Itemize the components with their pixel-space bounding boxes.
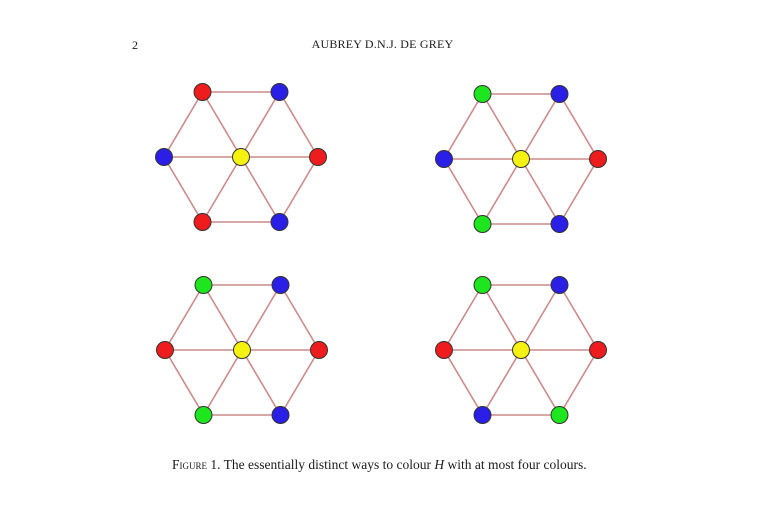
figure-graph-colourings [155, 83, 607, 424]
vertex-left-red [435, 341, 453, 359]
graph-colouring-1 [155, 83, 327, 231]
vertex-upper-left-green [194, 276, 213, 294]
graph-edge [163, 91, 204, 158]
graph-edge [278, 156, 319, 223]
vertex-lower-right-green [550, 406, 569, 424]
vertex-right-red [589, 150, 607, 168]
graph-edge [201, 91, 242, 158]
graph-edge [558, 93, 599, 160]
graph-edge [558, 349, 599, 416]
vertex-lower-right-blue [550, 215, 569, 233]
vertex-center-yellow [512, 341, 530, 359]
figure-caption: Figure 1. The essentially distinct ways … [172, 456, 602, 473]
caption-text-before: The essentially distinct ways to colour [223, 457, 431, 472]
graph-edge [164, 349, 205, 416]
vertex-left-blue [435, 150, 453, 168]
caption-text-after: with at most four colours. [447, 457, 587, 472]
graph-edge [481, 158, 522, 225]
running-head: AUBREY D.N.J. DE GREY [311, 37, 454, 51]
graph-edge [443, 158, 484, 225]
graph-edge [443, 93, 484, 160]
vertex-lower-right-blue [270, 213, 289, 231]
graph-edge [558, 158, 599, 225]
vertex-lower-left-green [473, 215, 492, 233]
graph-colouring-2 [435, 85, 607, 233]
graph-colouring-4 [435, 276, 607, 424]
vertex-left-red [156, 341, 174, 359]
vertex-lower-left-red [193, 213, 212, 231]
graph-edge [163, 156, 204, 223]
graph-edge [240, 91, 281, 158]
graph-edge [520, 284, 561, 351]
graph-edge [202, 284, 243, 351]
graph-edge [481, 93, 522, 160]
graph-edge [279, 284, 320, 351]
vertex-center-yellow [512, 150, 530, 168]
vertex-upper-right-blue [550, 276, 569, 294]
vertex-left-blue [155, 148, 173, 166]
vertex-upper-right-blue [271, 276, 290, 294]
graph-edge [520, 158, 561, 225]
page-number: 2 [132, 38, 138, 52]
vertex-right-red [309, 148, 327, 166]
graph-edge [202, 349, 243, 416]
graph-edge [520, 349, 561, 416]
graph-edge [278, 91, 319, 158]
graph-edge [240, 156, 281, 223]
graph-edge [481, 349, 522, 416]
graph-edge [201, 156, 242, 223]
graph-edge [443, 284, 484, 351]
graph-edge [279, 349, 320, 416]
vertex-center-yellow [233, 341, 251, 359]
graph-edge [520, 93, 561, 160]
caption-variable: H [434, 457, 445, 472]
vertex-upper-left-green [473, 85, 492, 103]
graph-edge [443, 349, 484, 416]
graph-edge [558, 284, 599, 351]
vertex-upper-right-blue [270, 83, 289, 101]
vertex-lower-left-green [194, 406, 213, 424]
graph-edge [481, 284, 522, 351]
vertex-upper-left-green [473, 276, 492, 294]
caption-label: Figure 1. [172, 457, 221, 472]
graph-edge [241, 349, 282, 416]
vertex-lower-left-blue [473, 406, 492, 424]
graph-edge [241, 284, 282, 351]
vertex-lower-right-blue [271, 406, 290, 424]
vertex-right-red [310, 341, 328, 359]
vertex-upper-right-blue [550, 85, 569, 103]
graph-colouring-3 [156, 276, 328, 424]
vertex-upper-left-red [193, 83, 212, 101]
graph-edge [164, 284, 205, 351]
vertex-right-red [589, 341, 607, 359]
vertex-center-yellow [232, 148, 250, 166]
